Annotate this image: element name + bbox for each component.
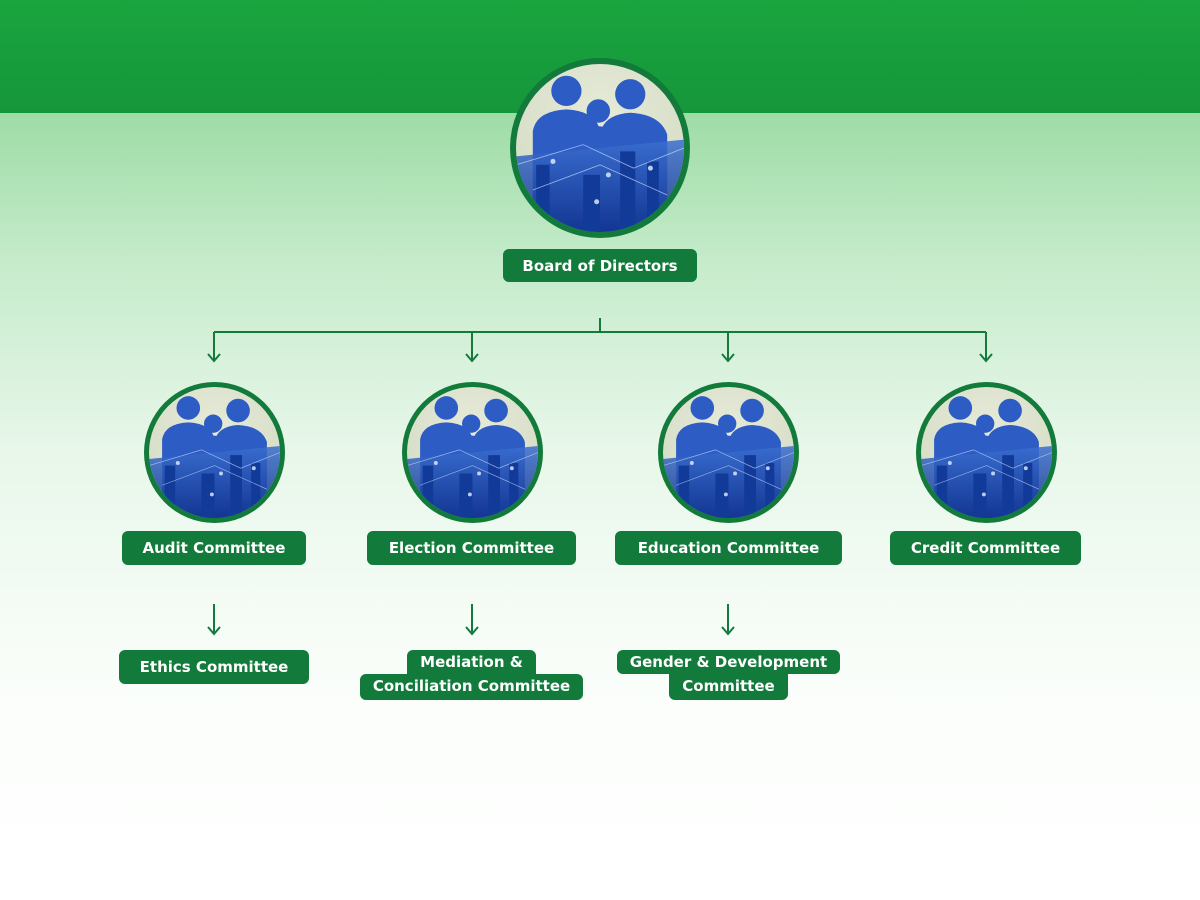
education-committee-label: Education Committee: [615, 531, 842, 565]
mediation-conciliation-committee-label: Mediation & Conciliation Committee: [350, 650, 593, 700]
arrow-icon: [465, 604, 479, 636]
team-photo-icon: [516, 64, 684, 232]
team-photo-icon: [921, 387, 1052, 518]
arrow-icon: [207, 604, 221, 636]
team-photo-icon: [663, 387, 794, 518]
credit-committee-label: Credit Committee: [890, 531, 1081, 565]
team-photo-icon: [407, 387, 538, 518]
label-line-1: Gender & Development: [616, 650, 841, 674]
education-committee-photo: [658, 382, 799, 523]
arrow-icon: [721, 332, 735, 363]
arrow-icon: [721, 604, 735, 636]
election-committee-label: Election Committee: [367, 531, 576, 565]
gender-development-committee-label: Gender & Development Committee: [609, 650, 848, 700]
arrow-icon: [207, 332, 221, 363]
ethics-committee-label: Ethics Committee: [119, 650, 309, 684]
label-line-2: Conciliation Committee: [359, 674, 584, 700]
credit-committee-photo: [916, 382, 1057, 523]
board-of-directors-label: Board of Directors: [503, 249, 697, 282]
team-photo-icon: [149, 387, 280, 518]
arrow-icon: [979, 332, 993, 363]
label-line-2: Committee: [669, 674, 788, 700]
label-line-1: Mediation &: [407, 650, 536, 674]
audit-committee-label: Audit Committee: [122, 531, 306, 565]
audit-committee-photo: [144, 382, 285, 523]
arrow-icon: [465, 332, 479, 363]
connector-trunk: [214, 318, 986, 333]
election-committee-photo: [402, 382, 543, 523]
board-photo: [510, 58, 690, 238]
